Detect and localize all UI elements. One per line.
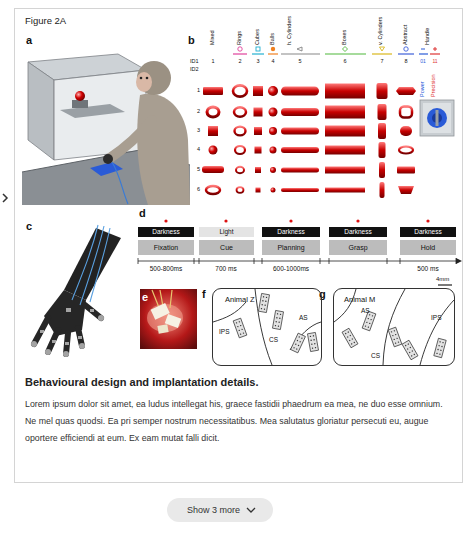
node-label: CS xyxy=(371,353,380,360)
phase-band: Planning xyxy=(262,240,320,255)
node-title: Darkness xyxy=(277,229,304,236)
phase-band: Fixation xyxy=(138,240,194,255)
id1-number: 6 xyxy=(343,59,346,65)
id1-number: 3 xyxy=(256,59,259,65)
row-key: ID2 xyxy=(190,67,199,73)
node-title: Planning xyxy=(277,244,304,251)
sensor-glove xyxy=(31,225,121,357)
duration-label: 700 ms xyxy=(215,266,236,273)
grip-name: Precision xyxy=(431,74,437,97)
grasp-objects xyxy=(202,83,416,198)
id1-number: 2 xyxy=(238,59,241,65)
state-band: Darkness xyxy=(400,227,456,237)
show-more-button: Show 3 more xyxy=(167,498,273,522)
node-title: Light xyxy=(219,229,233,236)
id2-number: 1 xyxy=(197,88,200,94)
electrode-arrays xyxy=(233,293,446,359)
carousel-arrow xyxy=(3,194,7,202)
scale-label: 4mm xyxy=(436,276,449,282)
node-title: Darkness xyxy=(152,229,179,236)
row-key: ID1 xyxy=(190,59,199,65)
handle-code: 11 xyxy=(432,59,437,64)
panel-letter: a xyxy=(26,35,32,46)
state-band: Darkness xyxy=(329,227,387,237)
id1-number: 4 xyxy=(271,59,274,65)
object-markers xyxy=(233,47,440,55)
timeline-axis xyxy=(138,219,462,264)
brain-map: Animal M AS IPS CS xyxy=(333,288,455,366)
figure-card xyxy=(15,9,463,483)
panel-letter: g xyxy=(319,289,326,300)
id2-number: 5 xyxy=(197,167,200,173)
state-band: Darkness xyxy=(138,227,194,237)
handle-code: 01 xyxy=(420,59,426,64)
id1-number: 8 xyxy=(404,59,407,65)
column-header: Abstract xyxy=(403,25,409,45)
node-label: CS xyxy=(269,337,278,344)
node-title: Cue xyxy=(220,244,233,251)
figure-title: Figure 2A xyxy=(25,16,66,26)
caption-title: Behavioural design and implantation deta… xyxy=(25,377,259,388)
phase-band: Cue xyxy=(199,240,254,255)
id1-number: 1 xyxy=(211,59,214,65)
id2-number: 2 xyxy=(197,109,200,115)
id2-number: 6 xyxy=(197,187,200,193)
sulcus-lines xyxy=(213,285,454,365)
grip-name: Power xyxy=(420,81,426,97)
node-title: Darkness xyxy=(344,229,371,236)
phase-band: Hold xyxy=(400,240,456,255)
column-header: Rings xyxy=(237,31,243,45)
column-header: Cubes xyxy=(255,29,261,45)
panel-letter: f xyxy=(202,289,206,300)
handle-illustration xyxy=(420,100,454,136)
monkey-illustration xyxy=(22,54,190,205)
column-header: Mixed xyxy=(210,30,216,45)
duration-label: 500 ms xyxy=(417,266,438,273)
node-label: AS xyxy=(299,315,308,322)
brain-map: Animal Z IPS AS CS xyxy=(212,288,322,366)
column-header: Boxes xyxy=(342,30,348,45)
panel-letter: e xyxy=(142,292,148,303)
panel-letter: b xyxy=(188,35,195,46)
node-title: Hold xyxy=(421,244,435,251)
id1-number: 5 xyxy=(298,59,301,65)
phase-band: Grasp xyxy=(329,240,387,255)
node-label: IPS xyxy=(431,315,441,322)
node-title: Darkness xyxy=(414,229,441,236)
node-title: Fixation xyxy=(154,244,179,251)
node-label: AS xyxy=(361,308,370,315)
state-band: Darkness xyxy=(262,227,320,237)
column-header: Balls xyxy=(270,33,276,45)
column-header: v. Cylinders xyxy=(378,17,384,45)
id2-number: 4 xyxy=(197,147,200,153)
node-title: Grasp xyxy=(348,244,367,251)
duration-label: 500-800ms xyxy=(150,266,183,273)
duration-label: 600-1000ms xyxy=(273,266,309,273)
caption-body: Lorem ipsum dolor sit amet, ea ludus int… xyxy=(25,396,453,447)
column-header: h. Cylinders xyxy=(287,16,293,45)
node-title: Animal Z xyxy=(225,296,255,304)
surgery-photo xyxy=(140,289,197,349)
column-header: Handle xyxy=(425,28,431,45)
node-label: IPS xyxy=(219,329,229,336)
id2-number: 3 xyxy=(197,128,200,134)
id1-number: 7 xyxy=(380,59,383,65)
node-title: Animal M xyxy=(344,296,375,304)
node-title: Show 3 more xyxy=(187,506,240,515)
state-band: Light xyxy=(199,227,254,237)
panel-letter: d xyxy=(139,208,146,219)
panel-letter: c xyxy=(26,221,32,232)
